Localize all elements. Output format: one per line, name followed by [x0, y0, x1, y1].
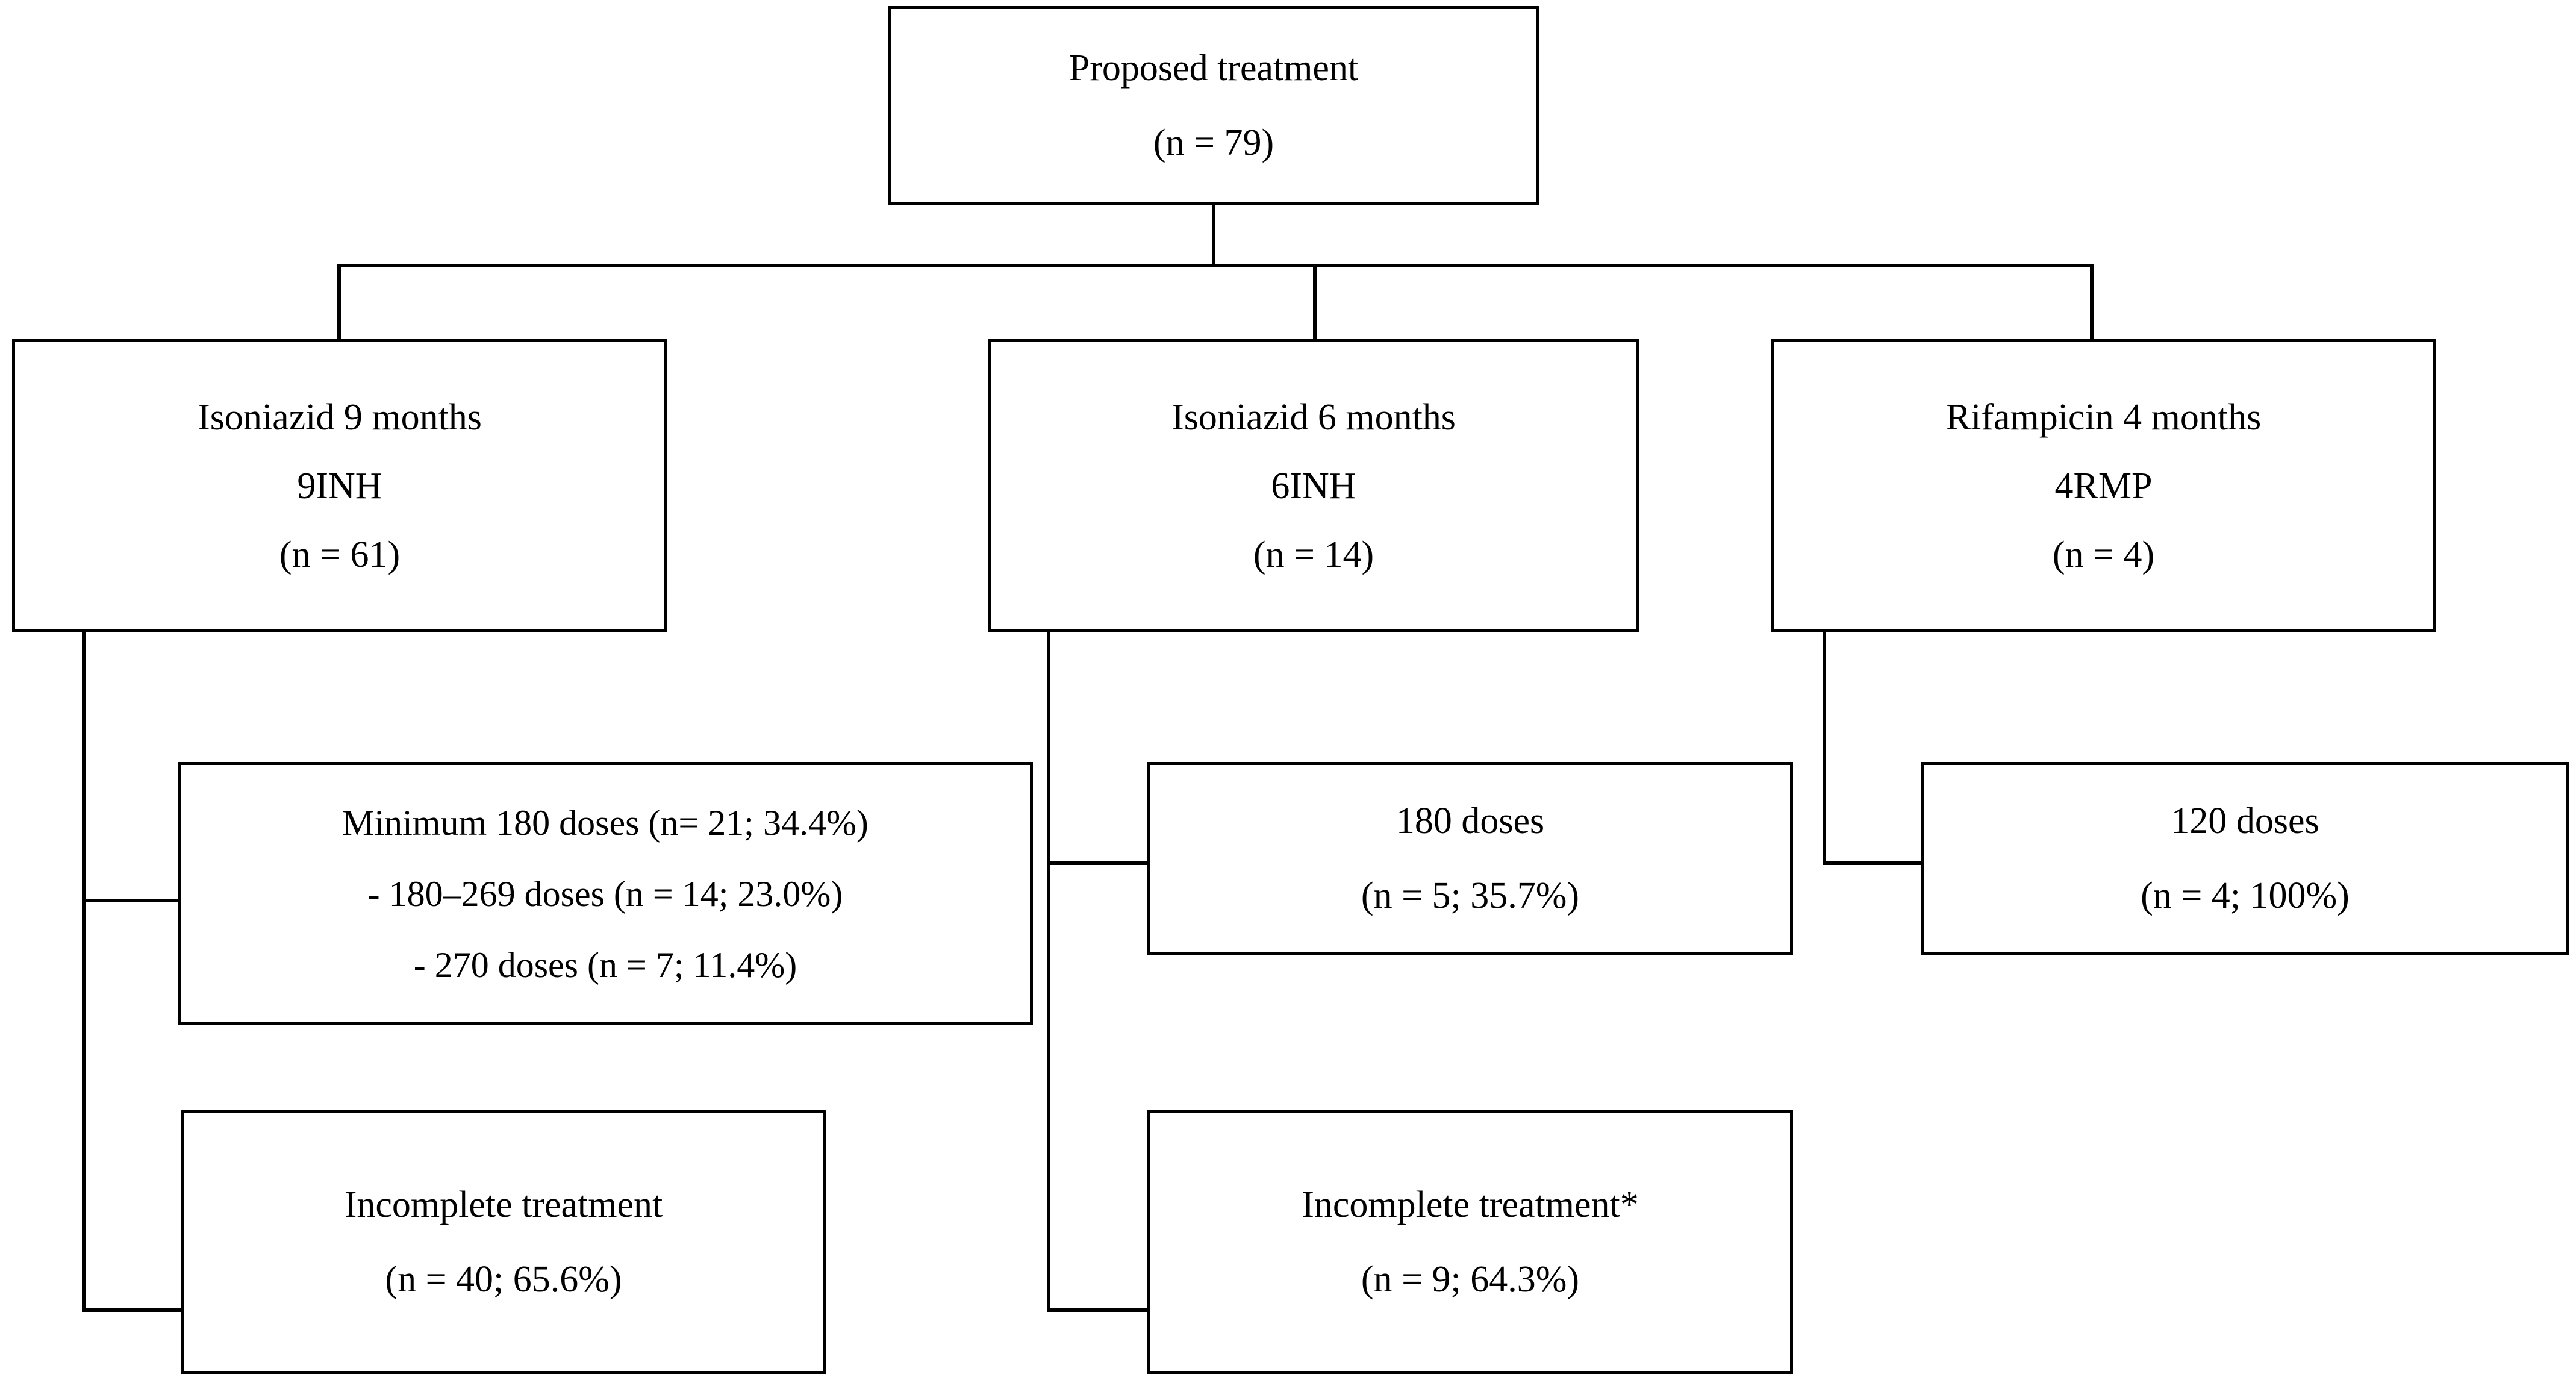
node-6inh-doses[interactable]: 180 doses (n = 5; 35.7%): [1147, 762, 1793, 955]
node-isoniazid-6-months-line2: 6INH: [1271, 465, 1356, 507]
node-isoniazid-6-months-line3: (n = 14): [1253, 534, 1374, 575]
connector-4rmp-to-doses: [1823, 861, 1924, 865]
node-4rmp-doses-line1: 120 doses: [2171, 801, 2319, 842]
node-6inh-doses-line2: (n = 5; 35.7%): [1361, 875, 1580, 916]
node-6inh-incomplete-line2: (n = 9; 64.3%): [1361, 1259, 1580, 1300]
node-9inh-doses-line2: - 180–269 doses (n = 14; 23.0%): [367, 873, 843, 914]
node-6inh-doses-line1: 180 doses: [1396, 801, 1545, 842]
node-rifampicin-4-months-line2: 4RMP: [2054, 465, 2153, 507]
connector-root-stem: [1212, 205, 1215, 267]
node-9inh-incomplete[interactable]: Incomplete treatment (n = 40; 65.6%): [181, 1110, 826, 1374]
node-proposed-treatment-line2: (n = 79): [1153, 122, 1274, 163]
node-9inh-incomplete-line2: (n = 40; 65.6%): [385, 1259, 622, 1300]
node-rifampicin-4-months-line3: (n = 4): [2052, 534, 2155, 575]
connector-drop-to-4rmp: [2090, 264, 2094, 341]
node-isoniazid-9-months[interactable]: Isoniazid 9 months 9INH (n = 61): [12, 339, 667, 632]
connector-9inh-spine: [82, 631, 86, 1312]
node-9inh-doses-line3: - 270 doses (n = 7; 11.4%): [413, 945, 797, 985]
node-9inh-doses[interactable]: Minimum 180 doses (n= 21; 34.4%) - 180–2…: [178, 762, 1033, 1025]
node-isoniazid-9-months-line2: 9INH: [297, 465, 382, 507]
node-4rmp-doses-line2: (n = 4; 100%): [2141, 875, 2350, 916]
connector-drop-to-6inh: [1313, 264, 1317, 341]
node-rifampicin-4-months-line1: Rifampicin 4 months: [1945, 396, 2262, 438]
connector-6inh-spine: [1047, 631, 1050, 1312]
connector-6inh-to-doses: [1047, 861, 1150, 865]
node-rifampicin-4-months[interactable]: Rifampicin 4 months 4RMP (n = 4): [1771, 339, 2436, 632]
node-isoniazid-6-months-line1: Isoniazid 6 months: [1171, 396, 1456, 438]
node-4rmp-doses[interactable]: 120 doses (n = 4; 100%): [1921, 762, 2569, 955]
connector-drop-to-9inh: [337, 264, 341, 341]
node-9inh-doses-line1: Minimum 180 doses (n= 21; 34.4%): [342, 802, 869, 843]
node-6inh-incomplete[interactable]: Incomplete treatment* (n = 9; 64.3%): [1147, 1110, 1793, 1374]
connector-4rmp-spine: [1823, 631, 1826, 865]
node-isoniazid-6-months[interactable]: Isoniazid 6 months 6INH (n = 14): [988, 339, 1639, 632]
node-9inh-incomplete-line1: Incomplete treatment: [344, 1184, 663, 1225]
connector-9inh-to-incomplete: [82, 1308, 184, 1312]
node-proposed-treatment[interactable]: Proposed treatment (n = 79): [888, 6, 1539, 205]
connector-6inh-to-incomplete: [1047, 1308, 1150, 1312]
node-proposed-treatment-line1: Proposed treatment: [1068, 48, 1359, 89]
node-isoniazid-9-months-line3: (n = 61): [279, 534, 401, 575]
node-isoniazid-9-months-line1: Isoniazid 9 months: [198, 396, 482, 438]
node-6inh-incomplete-line1: Incomplete treatment*: [1302, 1184, 1639, 1225]
connector-root-distributor-bar: [337, 264, 2094, 267]
connector-9inh-to-doses: [82, 899, 181, 902]
